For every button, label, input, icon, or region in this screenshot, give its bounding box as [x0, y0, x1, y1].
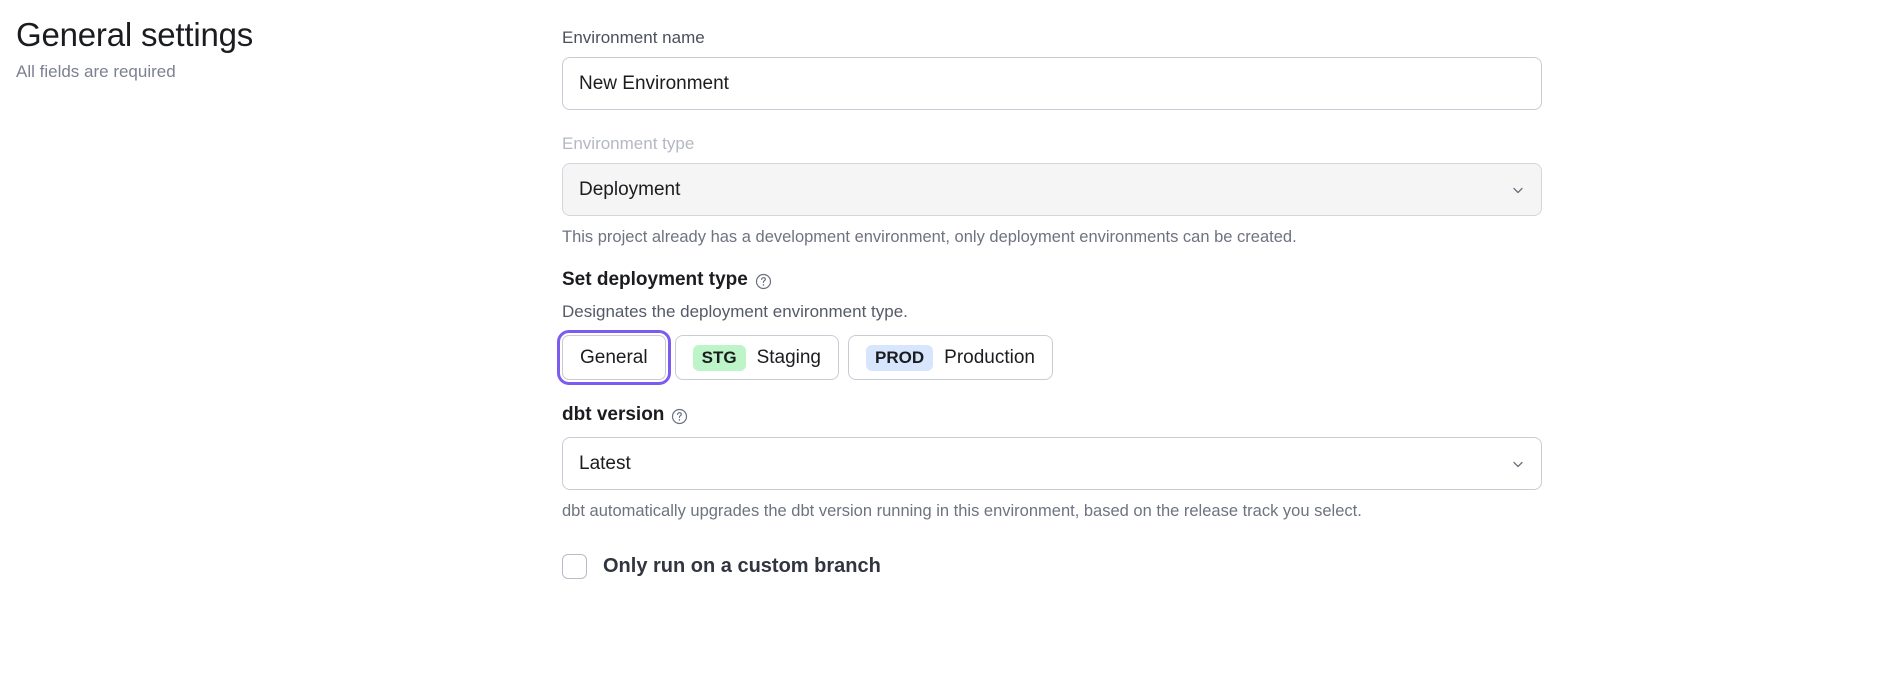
deployment-type-option-production-label: Production: [944, 346, 1035, 368]
dbt-version-heading: dbt version: [562, 402, 1544, 428]
settings-intro: General settings All fields are required: [16, 14, 536, 84]
custom-branch-checkbox[interactable]: [562, 553, 587, 579]
environment-type-field-group: Environment type Deployment This project…: [562, 132, 1544, 249]
dbt-version-group: dbt version Latest dbt automatica: [562, 402, 1544, 523]
environment-type-select[interactable]: Deployment: [562, 163, 1542, 216]
page-title: General settings: [16, 16, 254, 53]
environment-name-label: Environment name: [562, 28, 705, 47]
deployment-type-group: Set deployment type Designates the deplo…: [557, 267, 1544, 385]
deployment-type-option-production[interactable]: PROD Production: [848, 335, 1053, 380]
production-badge: PROD: [866, 344, 934, 371]
environment-type-label: Environment type: [562, 134, 695, 153]
deployment-type-option-staging-label: Staging: [756, 346, 822, 368]
environment-type-select-value: Deployment: [562, 163, 1542, 216]
custom-branch-label[interactable]: Only run on a custom branch: [603, 555, 881, 577]
deployment-type-option-general[interactable]: General: [557, 330, 671, 385]
deployment-type-heading: Set deployment type: [562, 267, 1544, 293]
dbt-version-select-value: Latest: [562, 437, 1542, 490]
dbt-version-helper-text: dbt automatically upgrades the dbt versi…: [562, 502, 1362, 520]
custom-branch-row: Only run on a custom branch: [562, 553, 1544, 579]
page-subtitle: All fields are required: [16, 62, 176, 81]
deployment-type-heading-label: Set deployment type: [562, 269, 748, 290]
deployment-type-option-general-label: General: [580, 346, 648, 368]
environment-name-input[interactable]: [562, 57, 1542, 110]
deployment-type-option-staging[interactable]: STG Staging: [674, 335, 840, 380]
dbt-version-select[interactable]: Latest: [562, 437, 1542, 490]
question-circle-icon[interactable]: [755, 273, 772, 290]
environment-type-helper-text: This project already has a development e…: [562, 228, 1297, 246]
staging-badge: STG: [692, 344, 746, 371]
deployment-type-options: General STG Staging PROD Production: [557, 330, 1544, 385]
deployment-type-description: Designates the deployment environment ty…: [562, 302, 908, 321]
question-circle-icon[interactable]: [671, 408, 688, 425]
settings-form: Environment name Environment type Deploy…: [557, 26, 1544, 579]
dbt-version-heading-label: dbt version: [562, 404, 665, 425]
environment-name-field-group: Environment name: [562, 26, 1544, 110]
